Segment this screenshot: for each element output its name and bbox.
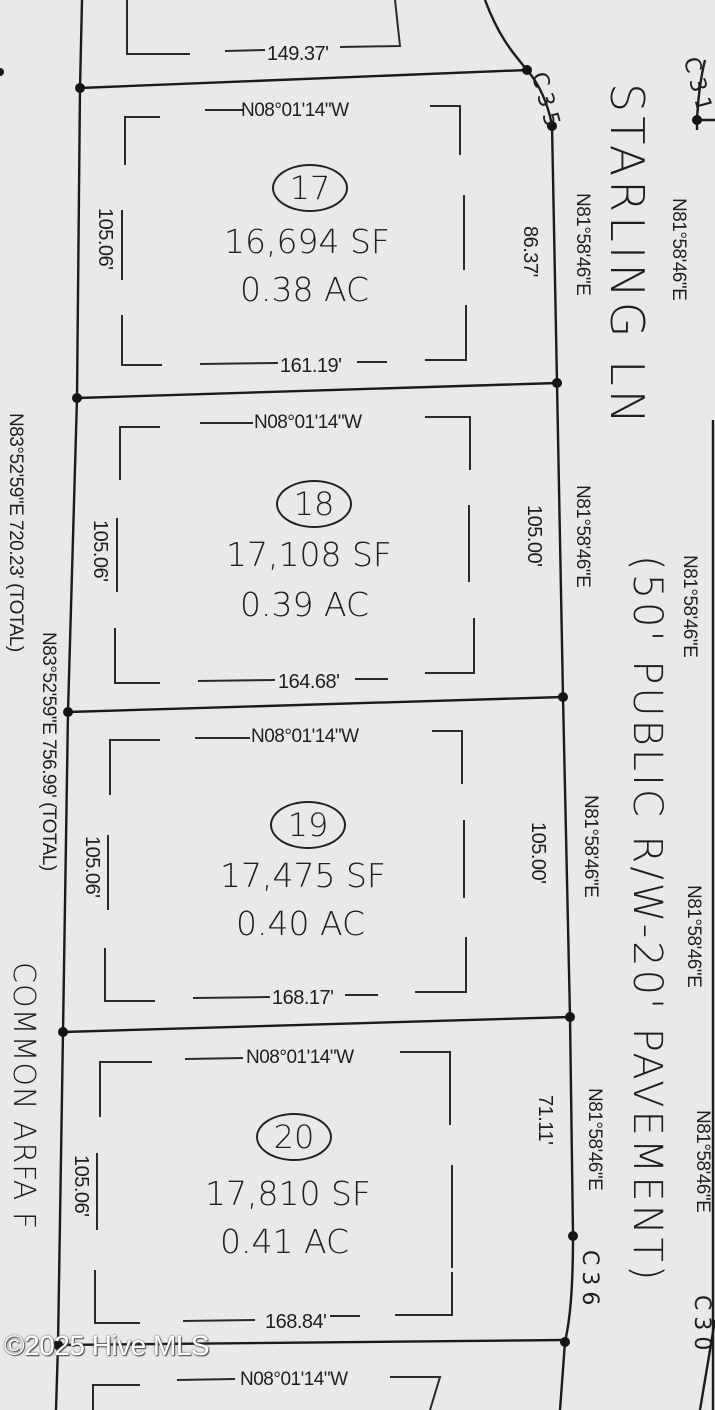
lot-area-sf: 16,694 SF bbox=[224, 222, 390, 261]
lot-area-ac: 0.38 AC bbox=[240, 270, 370, 309]
lot-rear-dimension: 164.68' bbox=[278, 671, 340, 693]
common-area-label: COMMON ARFA F bbox=[6, 962, 41, 1231]
lot-front-dimension: 86.37' bbox=[519, 226, 541, 277]
lot-side-bearing: N08°01'14"W bbox=[241, 100, 349, 121]
lot-front-bearing: N81°58'46"E bbox=[572, 485, 593, 588]
lot-left-dimension: 105.06' bbox=[81, 836, 164, 898]
opposite-bearing: N81°58'46"E bbox=[683, 885, 704, 988]
curve-label-c36: C36 bbox=[577, 1250, 602, 1312]
lot-area-ac: 0.41 AC bbox=[220, 1222, 350, 1261]
lot-front-dimension: 71.11' bbox=[534, 1095, 556, 1145]
lot-left-dimension: 105.06' bbox=[70, 1155, 153, 1217]
lot-rear-dimension: 168.17' bbox=[272, 987, 334, 1009]
lot-front-bearing: N81°58'46"E bbox=[572, 193, 593, 296]
lot-front-dimension: 105.00' bbox=[527, 822, 549, 884]
lot-front-bearing: N81°58'46"E bbox=[584, 1088, 605, 1191]
lot-number-badge: 17 bbox=[272, 164, 348, 212]
lot-left-dimension: 105.06' bbox=[94, 208, 177, 270]
rear-boundary-outer-label: N83°52'59"E 720.23' (TOTAL) bbox=[5, 413, 26, 652]
lot-left-dimension-text: 105.06' bbox=[70, 1155, 92, 1217]
lot-left-dimension: 105.06' bbox=[89, 520, 172, 582]
lot-side-bearing: N08°01'14"W bbox=[246, 1047, 354, 1068]
opposite-bearing: N81°58'46"E bbox=[668, 198, 689, 301]
lot-number-badge: 20 bbox=[256, 1113, 332, 1161]
lot-area-sf: 17,810 SF bbox=[205, 1174, 371, 1213]
lot-rear-dimension: 168.84' bbox=[265, 1311, 327, 1333]
lot-left-dimension-text: 105.06' bbox=[81, 836, 103, 898]
opposite-bearing: N81°58'46"E bbox=[679, 555, 700, 658]
curve-label-c30: C30 bbox=[689, 1295, 714, 1357]
lot-area-sf: 17,108 SF bbox=[226, 535, 392, 574]
lot-area-ac: 0.40 AC bbox=[236, 904, 366, 943]
top-lot-rear-dimension: 149.37' bbox=[267, 43, 329, 65]
lot-number-badge: 18 bbox=[276, 480, 352, 528]
lot-front-dimension: 105.00' bbox=[523, 505, 545, 567]
lot-left-dimension-text: 105.06' bbox=[94, 208, 116, 270]
copyright-watermark: ©2025 Hive MLS bbox=[4, 1330, 210, 1361]
lot-front-bearing: N81°58'46"E bbox=[580, 795, 601, 898]
lot-area-ac: 0.39 AC bbox=[240, 585, 370, 624]
lot-area-sf: 17,475 SF bbox=[220, 856, 386, 895]
lot-number-badge: 19 bbox=[270, 801, 346, 849]
lot-side-bearing: N08°01'14"W bbox=[254, 412, 362, 433]
lot-rear-dimension: 161.19' bbox=[280, 355, 342, 377]
opposite-bearing: N81°58'46"E bbox=[692, 1110, 713, 1213]
lot-left-dimension-text: 105.06' bbox=[89, 520, 111, 582]
street-right-of-way: (50' PUBLIC R/W-20' PAVEMENT) bbox=[624, 555, 670, 1284]
lot-side-bearing: N08°01'14"W bbox=[251, 726, 359, 747]
rear-boundary-inner-label: N83°52'59"E 756.99' (TOTAL) bbox=[38, 632, 59, 871]
street-name: STARLING LN bbox=[600, 83, 654, 429]
bottom-lot-side-bearing: N08°01'14"W bbox=[240, 1369, 348, 1390]
